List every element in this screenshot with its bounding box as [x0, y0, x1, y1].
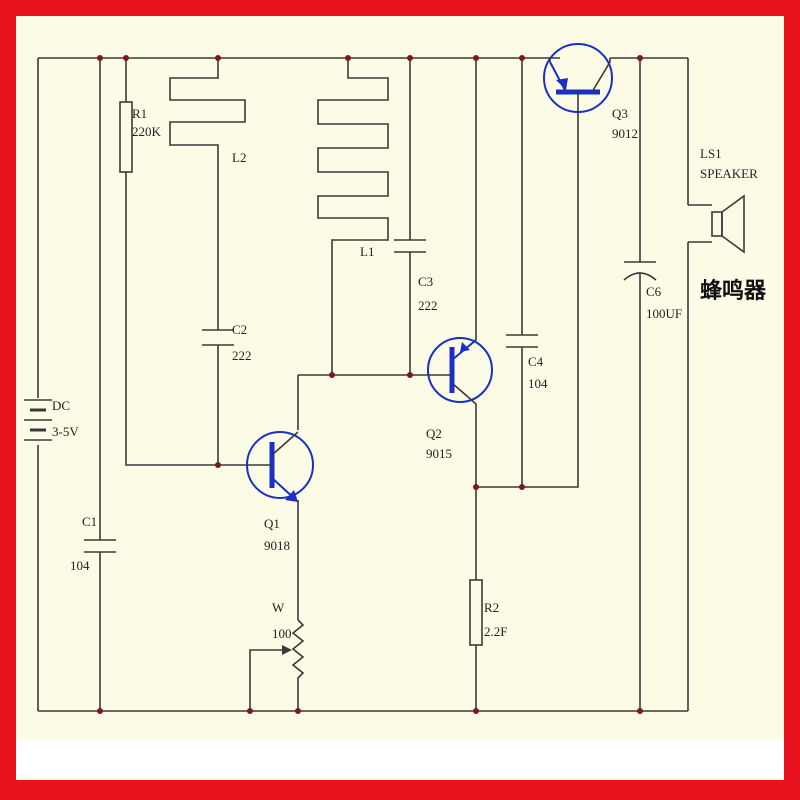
- speaker-icon: [688, 194, 745, 254]
- label-c3-ref: C3: [418, 274, 433, 289]
- inductor-l2: [169, 58, 246, 465]
- capacitor-c6: [623, 58, 657, 711]
- label-q2-value: 9015: [426, 446, 452, 461]
- label-c3-value: 222: [418, 298, 438, 313]
- label-q3-ref: Q3: [612, 106, 628, 121]
- capacitor-c4: [506, 58, 538, 487]
- collector-node-wire: [297, 374, 448, 430]
- label-ls1-ref: LS1: [700, 146, 722, 161]
- label-c6-ref: C6: [646, 284, 662, 299]
- capacitor-c1: [84, 58, 116, 711]
- label-r2-value: 2.2F: [484, 624, 507, 639]
- label-dc-value: 3-5V: [52, 424, 79, 439]
- label-buzzer: 蜂鸣器: [700, 278, 767, 304]
- label-c2-ref: C2: [232, 322, 247, 337]
- label-w-value: 100: [272, 626, 292, 641]
- label-r1-value: 220K: [132, 124, 162, 139]
- label-l1-ref: L1: [360, 244, 374, 259]
- label-l2-ref: L2: [232, 150, 246, 165]
- label-c6-value: 100UF: [646, 306, 682, 321]
- battery-dc: [24, 399, 52, 441]
- label-q1-value: 9018: [264, 538, 290, 553]
- transistor-q2: [427, 58, 493, 580]
- label-w-ref: W: [272, 600, 285, 615]
- schematic-background: [16, 16, 784, 780]
- label-r2-ref: R2: [484, 600, 499, 615]
- label-r1-ref: R1: [132, 106, 147, 121]
- transistor-q3: [543, 43, 613, 113]
- label-q3-value: 9012: [612, 126, 638, 141]
- label-c4-ref: C4: [528, 354, 544, 369]
- label-c4-value: 104: [528, 376, 548, 391]
- potentiometer-w: [249, 619, 305, 711]
- junction-dots: [97, 55, 643, 714]
- label-c1-ref: C1: [82, 514, 97, 529]
- label-c1-value: 104: [70, 558, 90, 573]
- bottom-strip: [16, 740, 784, 780]
- transistor-q1: [246, 431, 314, 620]
- inductor-l1: [317, 58, 389, 375]
- label-c2-value: 222: [232, 348, 252, 363]
- capacitor-c3: [394, 58, 426, 375]
- resistor-r2: [469, 579, 483, 711]
- resistor-r1: [119, 58, 250, 466]
- label-dc-ref: DC: [52, 398, 70, 413]
- label-ls1-value: SPEAKER: [700, 166, 758, 181]
- q3-base-wire: [476, 110, 579, 488]
- label-q1-ref: Q1: [264, 516, 280, 531]
- label-q2-ref: Q2: [426, 426, 442, 441]
